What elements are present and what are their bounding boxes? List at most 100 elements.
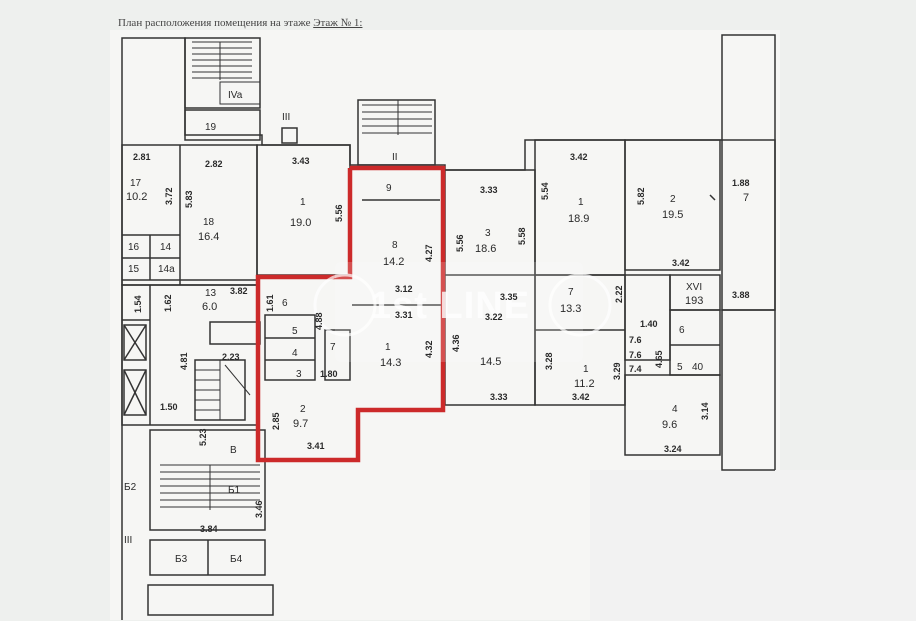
dimension: 3.46: [254, 500, 264, 518]
room-num: 5: [292, 326, 298, 337]
zone-label: Б3: [175, 554, 188, 565]
room-area: 10.2: [126, 191, 147, 203]
caption-floor: Этаж № 1:: [313, 17, 363, 29]
room-num: 6: [679, 325, 685, 336]
dimension: 4.36: [451, 334, 461, 352]
room-num: 4: [672, 404, 678, 415]
zone-label: Б2: [124, 482, 137, 493]
dimension: 4.27: [424, 244, 434, 262]
dimension: 3.24: [664, 444, 682, 454]
room-num: 6: [282, 298, 288, 309]
room-area: 14.2: [383, 256, 404, 268]
room-area: 14.5: [480, 356, 501, 368]
room-num: 19: [205, 122, 217, 133]
dimension: 5.83: [184, 190, 194, 208]
dimension: 2.81: [133, 152, 151, 162]
zone-label: Б4: [230, 554, 243, 565]
blank-area: [590, 470, 916, 621]
dimension: 5.58: [517, 227, 527, 245]
dimension: 3.72: [164, 187, 174, 205]
dimension: 3.42: [572, 392, 590, 402]
zone-label: IVa: [228, 90, 243, 101]
dimension: 2.85: [271, 412, 281, 430]
room-num: 13: [205, 288, 217, 299]
room-num: 3: [296, 369, 302, 380]
caption-text: План расположения помещения на этаже: [118, 17, 311, 29]
dimension: 3.43: [292, 156, 310, 166]
dimension: 4.81: [179, 352, 189, 370]
dimension: 3.35: [500, 292, 518, 302]
room-num: 1: [583, 364, 589, 375]
dimension: 3.33: [490, 392, 508, 402]
dimension-labels: 2.81 2.82 3.43 3.72 5.83 5.56 3.33 5.56 …: [133, 152, 750, 534]
dimension: 3.31: [395, 310, 413, 320]
zone-label: Б1: [228, 485, 241, 496]
dimension: 3.42: [570, 152, 588, 162]
dimension: 3.42: [672, 258, 690, 268]
room-area: 13.3: [560, 303, 581, 315]
zone-label: II: [392, 152, 398, 163]
room-num: 2: [300, 404, 306, 415]
room-num: 1: [300, 197, 306, 208]
dimension: 3.82: [230, 286, 248, 296]
dimension: 1.50: [160, 402, 178, 412]
dimension: 2.22: [614, 285, 624, 303]
dimension: 3.88: [732, 290, 750, 300]
room-area: 9.6: [662, 419, 677, 431]
zone-labels: IVa III II В Б1 Б3 Б4 III Б2: [124, 90, 398, 565]
room-num: 1.88: [732, 178, 750, 188]
dimension: 5.23: [198, 428, 208, 446]
room-num: 17: [130, 178, 142, 189]
room-area: 40: [692, 362, 704, 373]
dimension: 3.28: [544, 352, 554, 370]
room-num: 2: [670, 194, 676, 205]
dimension: 3.33: [480, 185, 498, 195]
room-num: 8: [392, 240, 398, 251]
walls: [121, 34, 776, 620]
dimension: 2.82: [205, 159, 223, 169]
zone-label: III: [124, 535, 132, 546]
dimension: 3.14: [700, 402, 710, 420]
room-num: 3: [485, 228, 491, 239]
room-area: 7: [743, 192, 749, 204]
watermark-text: 1st LINE: [370, 285, 530, 327]
dimension: 3.41: [307, 441, 325, 451]
room-area: 9.7: [293, 418, 308, 430]
dimension: 2.23: [222, 352, 240, 362]
room-area: 193: [685, 295, 703, 307]
room-area: 6.0: [202, 301, 217, 313]
dimension: 3.29: [612, 362, 622, 380]
room-area: 19.0: [290, 217, 311, 229]
watermark: 1st LINE: [313, 262, 612, 362]
zone-label: В: [230, 445, 237, 456]
room-area: 18.6: [475, 243, 496, 255]
room-area: 19.5: [662, 209, 683, 221]
dimension: 5.82: [636, 187, 646, 205]
room-labels: 19 17 10.2 18 16.4 16 14 15 14a 13 6.0 1…: [126, 122, 750, 431]
dimension: 7.6: [629, 335, 642, 345]
dimension: 1.80: [320, 369, 338, 379]
dimension: 4.65: [654, 350, 664, 368]
room-num: 14: [160, 242, 172, 253]
dimension: 1.62: [163, 294, 173, 312]
dimension: 3.22: [485, 312, 503, 322]
dimension: 1.54: [133, 295, 143, 313]
dimension: 7.4: [629, 364, 642, 374]
highlighted-premises[interactable]: [255, 165, 446, 463]
dimension: 7.6: [629, 350, 642, 360]
room-num: 16: [128, 242, 140, 253]
room-num: 9: [386, 183, 392, 194]
zone-label: III: [282, 112, 290, 123]
room-num: 7: [568, 287, 574, 298]
room-num: XVI: [686, 282, 702, 293]
dimension: 4.88: [314, 312, 324, 330]
room-num: 7: [330, 342, 336, 353]
room-num: 14a: [158, 264, 175, 275]
dimension: 3.84: [200, 524, 218, 534]
room-area: 11.2: [574, 378, 595, 390]
room-num: 1: [578, 197, 584, 208]
dimension: 1.40: [640, 319, 658, 329]
room-area: 14.3: [380, 357, 401, 369]
dimension: 1.61: [265, 294, 275, 312]
